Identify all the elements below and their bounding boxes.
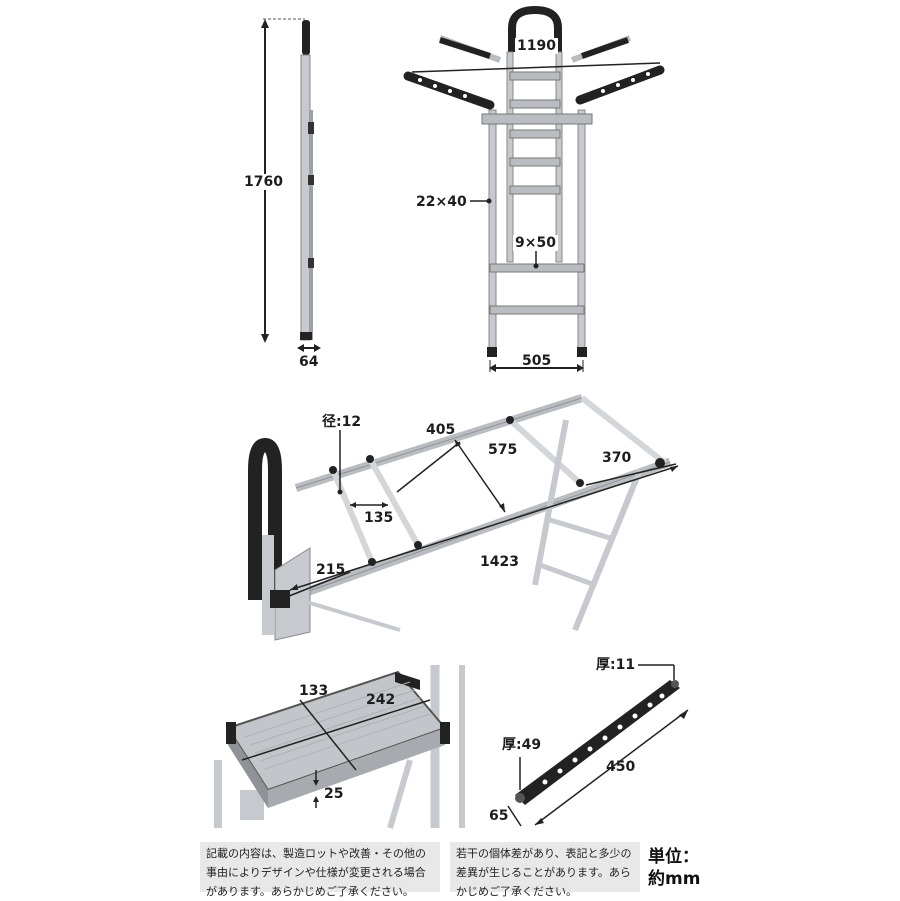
step-thickness-25-label: 25 [324, 786, 344, 802]
arm-width-65-label: 65 [489, 808, 509, 824]
gap-135-label: 135 [364, 510, 394, 526]
rail-1423-label: 1423 [478, 554, 521, 570]
arm-detail [507, 664, 689, 827]
unit-block: 単位： 約mm [648, 846, 700, 890]
disclaimer-note-right: 若干の個体差があり、表記と多少の差異が生じることがあります。あらかじめご了承くだ… [450, 842, 640, 898]
step-width-242-label: 242 [366, 692, 396, 708]
step-pipe-dimension-label: 9×50 [513, 235, 558, 251]
offset-215-label: 215 [316, 562, 346, 578]
arm-thickness-11-label: 厚:11 [596, 657, 636, 673]
step-depth-133-label: 133 [299, 683, 329, 699]
unit-value: 約mm [648, 869, 701, 889]
unit-label: 単位： [648, 847, 699, 867]
disclaimer-note-left: 記載の内容は、製造ロットや改善・その他の事由によりデザインや仕様が変更される場合… [200, 842, 440, 898]
base-width-dimension-label: 505 [522, 353, 552, 369]
open-width-dimension-label: 1190 [515, 38, 558, 54]
arm-thickness-49-label: 厚:49 [502, 737, 542, 753]
perspective-view [248, 394, 679, 641]
arm-length-450-label: 450 [606, 759, 636, 775]
gap-405-label: 405 [426, 422, 456, 438]
rod-diameter-label: 径:12 [322, 414, 362, 430]
gap-575-label: 575 [488, 442, 518, 458]
arm-370-label: 370 [602, 450, 632, 466]
front-view [403, 5, 665, 372]
frame-pipe-dimension-label: 22×40 [414, 194, 469, 210]
depth-dimension-label: 64 [299, 354, 319, 370]
height-dimension-label: 1760 [242, 174, 285, 190]
step-detail [214, 660, 465, 829]
